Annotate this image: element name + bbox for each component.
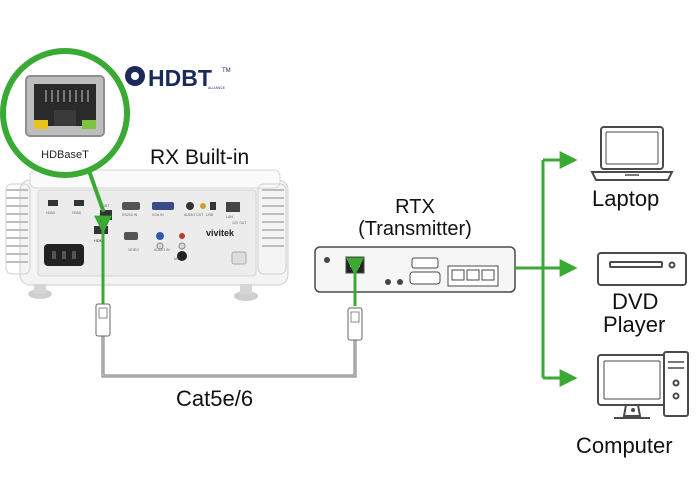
logo-tm: TM [222, 68, 231, 74]
rtx-hdmi-port [411, 257, 439, 269]
usb-port [210, 202, 216, 210]
lan-port [226, 202, 240, 212]
port-label-audio-in: AUDIO IN [154, 248, 170, 252]
laptop-icon [590, 126, 674, 181]
vga-port [152, 202, 174, 210]
dvd-label-line2: Player [603, 312, 666, 337]
port-label-audio-out: AUDIO OUT [184, 213, 204, 217]
hdmi-port-3 [94, 226, 108, 234]
port-label-rs232: RS232 IN [122, 213, 138, 217]
cat-cable [94, 215, 364, 378]
port-label-vga: VGA IN [152, 213, 164, 217]
cable-label: Cat5e/6 [176, 386, 254, 411]
hdbaset-port [100, 210, 112, 220]
hdbt-logo: HDBT TM ALLIANCE [125, 65, 231, 91]
transmitter-box [314, 246, 516, 293]
dvd-player-icon [597, 252, 687, 286]
computer-label: Computer [576, 433, 673, 458]
port-label-12v: 12V OUT [232, 221, 247, 225]
transmitter-title-line2: (Transmitter) [358, 218, 472, 240]
output-lines [515, 151, 578, 387]
hdmi-port-2 [74, 200, 84, 206]
audio-out-jack [186, 202, 194, 210]
projector-title: RX Built-in [150, 146, 250, 169]
port-label-usb: USB [206, 213, 214, 217]
rj45-plug-left [95, 303, 111, 337]
brand-vivitek: vivitek [206, 228, 235, 238]
port-label-lan: LAN [226, 215, 233, 219]
computer-icon [597, 351, 689, 419]
led-yellow [34, 120, 48, 129]
dvd-label-line1: DVD [612, 289, 659, 314]
logo-sub: ALLIANCE [208, 86, 226, 90]
laptop-label: Laptop [592, 186, 660, 211]
hdbaset-callout: HDBaseT [0, 48, 130, 212]
port-label-hdmi-1: HDMI [46, 211, 55, 215]
projector: HDMI HDMI HDBT RS232 IN VGA IN AUDIO OUT… [5, 169, 289, 301]
rtx-vga-port [409, 271, 441, 285]
led-green [82, 120, 96, 129]
port-label-hdmi-2: HDMI [72, 211, 81, 215]
transmitter-title-line1: RTX [395, 196, 435, 218]
logo-text: HDBT [148, 65, 212, 91]
hdmi-logo-text: HDMI [94, 238, 104, 243]
hdmi-port-1 [48, 200, 58, 206]
callout-label: HDBaseT [41, 149, 89, 161]
rj45-plug-right [347, 307, 363, 341]
port-label-video: VIDEO [128, 248, 139, 252]
port-label-hdbt: HDBT [100, 204, 110, 208]
rs232-port [122, 202, 140, 210]
